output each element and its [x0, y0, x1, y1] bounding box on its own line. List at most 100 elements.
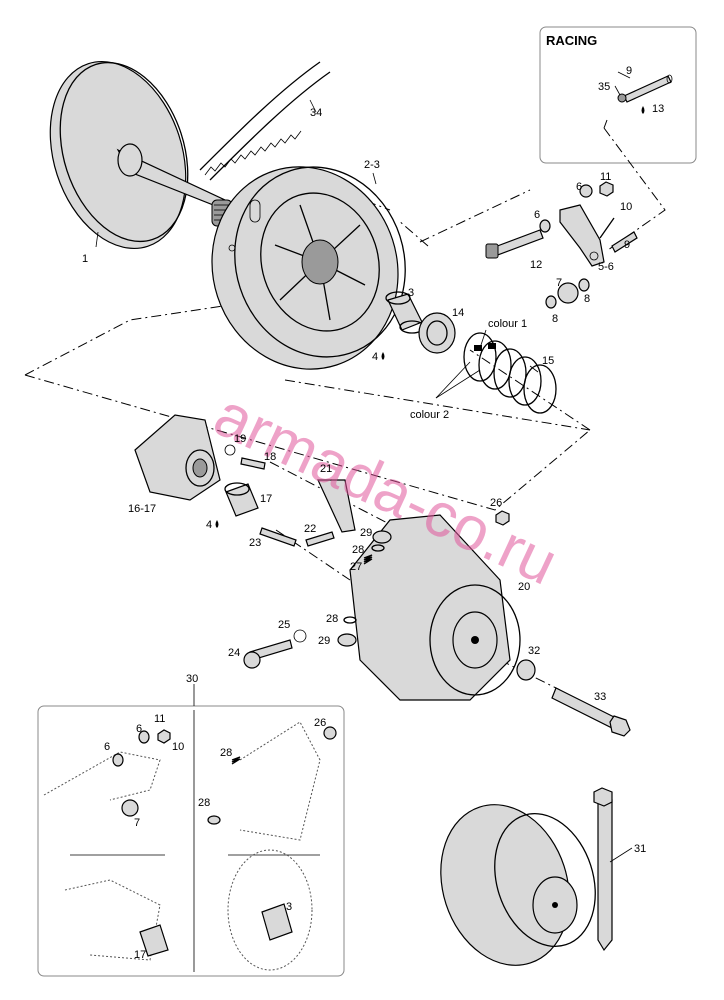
- callout-6b: 6: [534, 209, 540, 221]
- callout-23: 23: [249, 537, 261, 549]
- callout-28a: 28: [352, 544, 364, 556]
- callout-11: 11: [600, 171, 611, 183]
- part-2-3-movable-sheave: [211, 166, 406, 370]
- part-33-bolt: [551, 687, 631, 737]
- part-21-ramp: [317, 479, 356, 533]
- callout-13: 13: [652, 103, 664, 115]
- callout-6a: 6: [576, 181, 582, 193]
- callout-26: 26: [490, 497, 502, 509]
- callout-29a: 29: [360, 527, 372, 539]
- part-11-nut: [599, 181, 614, 197]
- part-1-fixed-sheave: [49, 60, 238, 250]
- part-31-tool-bolt: [593, 787, 613, 952]
- kit-callout-10: 10: [172, 741, 184, 753]
- racing-pin-end: [666, 74, 673, 84]
- part-20-spider-cover: [349, 514, 521, 701]
- part-6-washer: [539, 184, 593, 233]
- part-14-cup: [418, 312, 456, 354]
- leaders: [95, 71, 633, 863]
- callout-2-3: 2-3: [364, 159, 380, 171]
- part-12-arm-bolt: [485, 229, 544, 259]
- kit-30-box: [37, 705, 345, 977]
- part-17-bushing: [224, 482, 259, 517]
- callout-20: 20: [518, 581, 530, 593]
- callout-24: 24: [228, 647, 240, 659]
- racing-dash-link: [603, 119, 608, 129]
- callout-9b: 9: [624, 239, 630, 251]
- callout-18: 18: [264, 451, 276, 463]
- callout-4b: 4: [206, 519, 212, 531]
- callout-7: 7: [556, 277, 562, 289]
- assembled-clutch: [440, 804, 596, 966]
- callout-4a: 4: [372, 351, 378, 363]
- kit-callout-6a: 6: [136, 723, 142, 735]
- kit-callout-28b: 28: [198, 797, 210, 809]
- callout-22: 22: [304, 523, 316, 535]
- part-7-roller: [557, 282, 579, 304]
- callout-5-6: 5-6: [598, 261, 614, 273]
- callout-1: 1: [82, 253, 88, 265]
- callout-19: 19: [234, 433, 246, 445]
- callout-8a: 8: [584, 293, 590, 305]
- kit-callout-6b: 6: [104, 741, 110, 753]
- callout-12: 12: [530, 259, 542, 271]
- part-28-ring: [343, 544, 385, 624]
- part-27-spring: [363, 554, 373, 565]
- kit-callout-17: 17: [134, 949, 146, 961]
- label-colour-1: colour 1: [488, 318, 527, 330]
- callout-16-17: 16-17: [128, 503, 156, 515]
- callout-9a: 9: [626, 65, 632, 77]
- part-10-pin: [599, 217, 615, 239]
- part-32-washer: [516, 659, 536, 681]
- kit-callout-11: 11: [154, 713, 165, 725]
- callout-labels: 1 2-3 3 4 14 15 colour 1 colour 2 34 9 3…: [82, 65, 664, 855]
- callout-34: 34: [310, 107, 322, 119]
- callout-21: 21: [320, 463, 332, 475]
- label-colour-2: colour 2: [410, 409, 449, 421]
- racing-inset-title: RACING: [546, 33, 597, 48]
- oil-drop-icon: [215, 520, 219, 528]
- racing-inset-frame: [539, 26, 697, 164]
- part-25-washer: [293, 629, 307, 643]
- kit-callout-26: 26: [314, 717, 326, 729]
- kit-callout-3: 3: [286, 901, 292, 913]
- racing-pin-35-ball: [617, 93, 627, 103]
- part-9-roller-pin: [611, 231, 638, 253]
- part-26-nut: [495, 510, 510, 526]
- kit-30-labels: 6 11 6 10 7 26 28 28 3 17: [104, 713, 326, 961]
- callout-28b: 28: [326, 613, 338, 625]
- callout-27: 27: [350, 561, 362, 573]
- callout-15: 15: [542, 355, 554, 367]
- racing-inset: RACING: [539, 26, 697, 164]
- callout-10: 10: [620, 201, 632, 213]
- racing-oil-drop-icon: [641, 106, 645, 114]
- callout-17: 17: [260, 493, 272, 505]
- callout-32: 32: [528, 645, 540, 657]
- part-5-6-roller-arm: [559, 204, 605, 267]
- part-8-washers: [545, 278, 590, 309]
- callout-3: 3: [408, 287, 414, 299]
- callout-25: 25: [278, 619, 290, 631]
- callout-30: 30: [186, 673, 198, 685]
- part-19-washer: [224, 444, 236, 456]
- callout-8b: 8: [552, 313, 558, 325]
- callout-35: 35: [598, 81, 610, 93]
- part-22-pin: [305, 531, 335, 547]
- kit-callout-28a: 28: [220, 747, 232, 759]
- kit-30-frame: [37, 705, 345, 977]
- part-34-drive-belt: [199, 61, 331, 181]
- callout-33: 33: [594, 691, 606, 703]
- part-29-cap: [337, 530, 392, 647]
- callout-31: 31: [634, 843, 646, 855]
- part-18-screw: [240, 457, 266, 470]
- callout-14: 14: [452, 307, 464, 319]
- part-15-spring: [463, 332, 557, 414]
- part-23-screw: [259, 527, 297, 547]
- part-16-17-slider: [134, 414, 221, 501]
- part-24-shoulder-bolt: [243, 639, 293, 669]
- callout-29b: 29: [318, 635, 330, 647]
- oil-drop-icon: [381, 352, 385, 360]
- kit-callout-7: 7: [134, 817, 140, 829]
